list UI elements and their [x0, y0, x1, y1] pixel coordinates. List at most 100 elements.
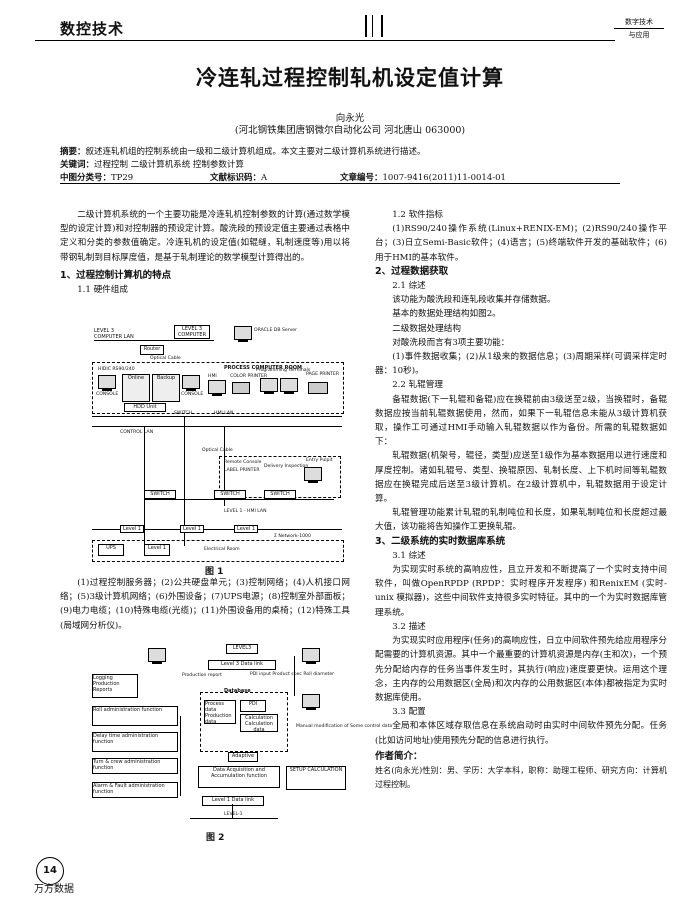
- fig1-label-printer: LABEL PRINTER: [224, 468, 260, 473]
- fig2-level1-line: [190, 818, 278, 819]
- doc-code-label: 文献标识码：: [210, 173, 262, 183]
- fig2-connector-left: [180, 716, 181, 796]
- fig1-l3-lan-line: [94, 340, 214, 341]
- fig2-level3: LEVEL3: [226, 644, 258, 654]
- fig1-switch-label-1: SWITCH: [174, 411, 193, 416]
- fig2-logging: Logging Production Reports: [92, 674, 138, 698]
- fig1-hmi-icon: [208, 380, 226, 396]
- section-2-heading: 2、过程数据获取: [375, 265, 449, 277]
- fig2-setup-calc: SETUP CALCULATION: [286, 766, 346, 790]
- fig1-vline-1: [144, 426, 145, 546]
- software-spec-paragraph: (1)RS90/240操作系统(Linux+RENIX-EM)；(2)RS90/…: [375, 224, 667, 263]
- p32: 为实现实时应用程序(任务)的高响应性，日立中间软件预先给应用程序分配需要的计算机…: [375, 636, 667, 703]
- fig2-manual-mod: Manual modification of Some control data: [296, 724, 393, 729]
- fig1-console-left-icon: [98, 375, 116, 391]
- fig1-color-printer-label: COLOR PRINTER: [230, 374, 268, 379]
- fig1-oracle-server-icon: [234, 326, 252, 342]
- subsection-3-2: 3.2 描述: [392, 621, 426, 632]
- fig1-console-right-label: CONSOLE: [181, 392, 204, 397]
- fig1-router: Router: [140, 345, 164, 355]
- fig1-hmi-lan-label: HMI LAN: [214, 411, 234, 416]
- fig1-level1-box: Level 1: [144, 544, 170, 556]
- fig1-online-server: Online: [122, 374, 150, 402]
- fig2-production-report: Production report: [182, 673, 222, 678]
- abstract: 摘要：叙述连轧机组的控制系统由一级和二级计算机组成。本文主要对二级计算机系统进行…: [60, 145, 426, 157]
- fig1-terminal-icon-1: [260, 378, 278, 394]
- meta-rule: [60, 183, 620, 184]
- fig2-monitor-2: [302, 648, 320, 664]
- p22-a: 备辊数据(下一轧辊和备辊)应在换辊前由3级送至2级，当换辊时，备辊数据应按当前轧…: [375, 394, 667, 448]
- p22-b: 轧辊数据(机架号，辊径，类型)应送至1级作为基本数据用以进行速度和厚度控制。诸如…: [375, 451, 667, 505]
- clc-label: 中图分类号：: [60, 173, 112, 183]
- fig1-level1-lan-line: [144, 499, 334, 500]
- fig1-level1-hmi-lan-label: LEVEL 1 - HMI LAN: [224, 509, 267, 514]
- fig2-calculation: Calculation Calculation data: [240, 714, 278, 732]
- fig2-level1-datalink: Level 1 Data link: [202, 796, 264, 806]
- figure-1-diagram: LEVEL 3 COMPUTER LAN LEVEL 3 COMPUTER OR…: [84, 322, 349, 562]
- article-no-label: 文章编号：: [340, 173, 383, 183]
- author-affiliation: (河北钢铁集团唐钢微尔自动化公司 河北唐山 063000): [234, 125, 466, 136]
- fig1-terminal-icon-2: [280, 378, 298, 394]
- p21-a: 该功能为酸洗段和连轧段收集并存储数据。: [392, 295, 556, 306]
- subsection-2-2: 2.2 轧辊管理: [392, 380, 443, 391]
- fig1-hmi-switch-1: SWITCH: [144, 490, 176, 499]
- figure-2-diagram: LEVEL3 Level 3 Data link Production repo…: [90, 636, 392, 828]
- fig2-level1-label: LEVEL-1: [224, 812, 243, 817]
- fig1-electrical-room: [92, 540, 344, 562]
- subsection-3-1: 3.1 综述: [392, 550, 426, 561]
- fig1-switch-line-1: [92, 416, 342, 417]
- journal-column-title: 数控技术: [60, 20, 125, 38]
- fig2-monitor-3: [302, 694, 320, 710]
- header-divider-bar-inner: [372, 15, 373, 37]
- header-divider-bars: [365, 15, 383, 37]
- fig2-crew-admin: Turn & crew administration function: [92, 758, 178, 774]
- keywords-label: 关键词：: [60, 160, 95, 170]
- p33: 全局和本体区域存取信息在系统启动时由实时中间软件预先分配。任务(比如访问地址)使…: [375, 721, 667, 746]
- fig1-control-lan-line: [92, 426, 342, 427]
- fig2-connector-right: [294, 656, 295, 696]
- watermark: 万方数据: [34, 884, 74, 895]
- subsection-1-1: 1.1 硬件组成: [77, 285, 128, 296]
- fig1-delivery: Delivery Inspection: [264, 464, 309, 469]
- fig1-backup-label: Backup: [156, 375, 176, 381]
- fig1-page-printer-label: PAGE PRINTER: [306, 372, 340, 377]
- fig1-level1-line: [92, 529, 342, 530]
- fig2-pdi-box: PDI: [240, 700, 266, 712]
- fig1-optical-cable-2: Optical Cable: [202, 448, 233, 453]
- logo-line2: 与应用: [628, 31, 650, 39]
- fig2-monitor-1: [148, 648, 166, 664]
- keywords-text: 过程控制 二级计算机系统 控制参数计算: [94, 160, 244, 170]
- fig1-electrical-room-label: Electrical Room: [204, 547, 240, 552]
- logo-line1: 数字技术: [614, 16, 664, 29]
- p21-e: (1)事件数据收集；(2)从1级来的数据信息；(3)周期采样(可调采样定时器：1…: [375, 352, 667, 377]
- doc-code-value: A: [261, 173, 268, 183]
- fig1-vline-2: [184, 416, 185, 546]
- fig1-prog-terminals-label: Programming Terminals: [256, 368, 311, 373]
- p21-b: 基本的数据处理结构如图2。: [392, 309, 501, 320]
- fig1-ups-box: UPS: [98, 544, 124, 556]
- subsection-3-3: 3.3 配置: [392, 707, 426, 718]
- subsection-1-2: 1.2 软件指标: [392, 210, 443, 220]
- fig2-database-area: [200, 692, 288, 752]
- fig1-optical-cable: Optical Cable: [150, 356, 181, 361]
- page-number-badge: 14: [36, 857, 64, 885]
- figure-1-description: (1)过程控制服务器；(2)公共硬盘单元；(3)控制网络；(4)人机接口网络；(…: [60, 576, 350, 633]
- fig1-online-label: Online: [127, 375, 145, 381]
- p21-c: 二级数据处理结构: [392, 323, 461, 334]
- author-intro-heading: 作者简介：: [375, 750, 423, 762]
- fig2-down-line: [232, 804, 233, 818]
- fig1-process-room: [92, 362, 344, 414]
- fig2-adaptive: Adaptive: [228, 752, 258, 762]
- fig1-process-room-label: PROCESS COMPUTER ROOM: [224, 365, 302, 371]
- fig2-process-data: Process data Production data: [204, 700, 236, 724]
- abstract-text: 叙述连轧机组的控制系统由一级和二级计算机组成。本文主要对二级计算机系统进行描述。: [85, 147, 426, 157]
- fig1-l1-box-3: Level 1: [234, 525, 258, 533]
- fig1-backup-server: Backup: [152, 374, 180, 402]
- fig1-console-right-icon: [182, 375, 200, 391]
- keywords: 关键词：过程控制 二级计算机系统 控制参数计算: [60, 158, 244, 170]
- fig1-network-label: Σ Network-1000: [274, 534, 311, 539]
- p31: 为实现实时系统的高响应性，且立开发和不断提高了一个实时支持中间软件，叫做Open…: [375, 565, 667, 618]
- abstract-label: 摘要：: [60, 147, 86, 157]
- clc-value: TP29: [111, 173, 134, 183]
- intro-paragraph: 二级计算机系统的一个主要功能是冷连轧机控制参数的计算(通过数学模型的设定计算)和…: [60, 210, 350, 263]
